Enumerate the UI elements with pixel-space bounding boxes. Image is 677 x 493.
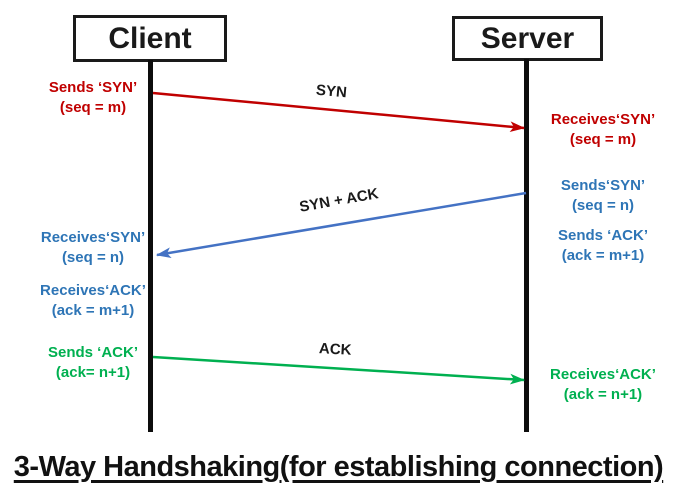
- server-label: Server: [480, 21, 575, 55]
- client-note-sends-syn: Sends ‘SYN’ (seq = m): [18, 78, 168, 118]
- ack-arrow-label: ACK: [318, 340, 352, 359]
- client-box: Client: [73, 15, 227, 62]
- ack-arrow: [152, 355, 526, 385]
- client-note-receives-syn: Receives‘SYN’ (seq = n): [18, 228, 168, 268]
- server-note-sends-ack: Sends ‘ACK’ (ack = m+1): [532, 226, 674, 266]
- note-line2: (ack= n+1): [55, 364, 131, 381]
- note-line2: (seq = n): [61, 249, 125, 266]
- note-line1: Sends‘SYN’: [560, 177, 646, 194]
- note-line1: Sends ‘ACK’: [557, 227, 648, 244]
- note-line2: (ack = m+1): [561, 247, 645, 264]
- client-label: Client: [108, 21, 192, 55]
- note-line2: (ack = n+1): [563, 386, 643, 403]
- client-note-sends-ack: Sends ‘ACK’ (ack= n+1): [18, 343, 168, 383]
- note-line1: Receives‘SYN’: [550, 111, 656, 128]
- server-box: Server: [452, 16, 603, 61]
- note-line2: (ack = m+1): [51, 302, 135, 319]
- synack-arrow-label: SYN + ACK: [298, 185, 380, 216]
- server-note-receives-ack: Receives‘ACK’ (ack = n+1): [532, 365, 674, 405]
- syn-arrow-label: SYN: [315, 81, 348, 102]
- note-line2: (seq = m): [569, 131, 637, 148]
- client-lifeline: [148, 60, 153, 432]
- note-line1: Receives‘ACK’: [40, 282, 146, 299]
- note-line1: Sends ‘SYN’: [48, 79, 138, 96]
- server-note-sends-syn: Sends‘SYN’ (seq = n): [532, 176, 674, 216]
- note-line2: (seq = n): [571, 197, 635, 214]
- note-line1: Receives‘SYN’: [40, 229, 146, 246]
- note-line1: Sends ‘ACK’: [47, 344, 138, 361]
- client-note-receives-ack: Receives‘ACK’ (ack = m+1): [18, 281, 168, 321]
- server-lifeline: [524, 59, 529, 432]
- server-note-receives-syn: Receives‘SYN’ (seq = m): [532, 110, 674, 150]
- note-line1: Receives‘ACK’: [550, 366, 656, 383]
- diagram-title: 3-Way Handshaking(for establishing conne…: [13, 451, 664, 483]
- note-line2: (seq = m): [59, 99, 127, 116]
